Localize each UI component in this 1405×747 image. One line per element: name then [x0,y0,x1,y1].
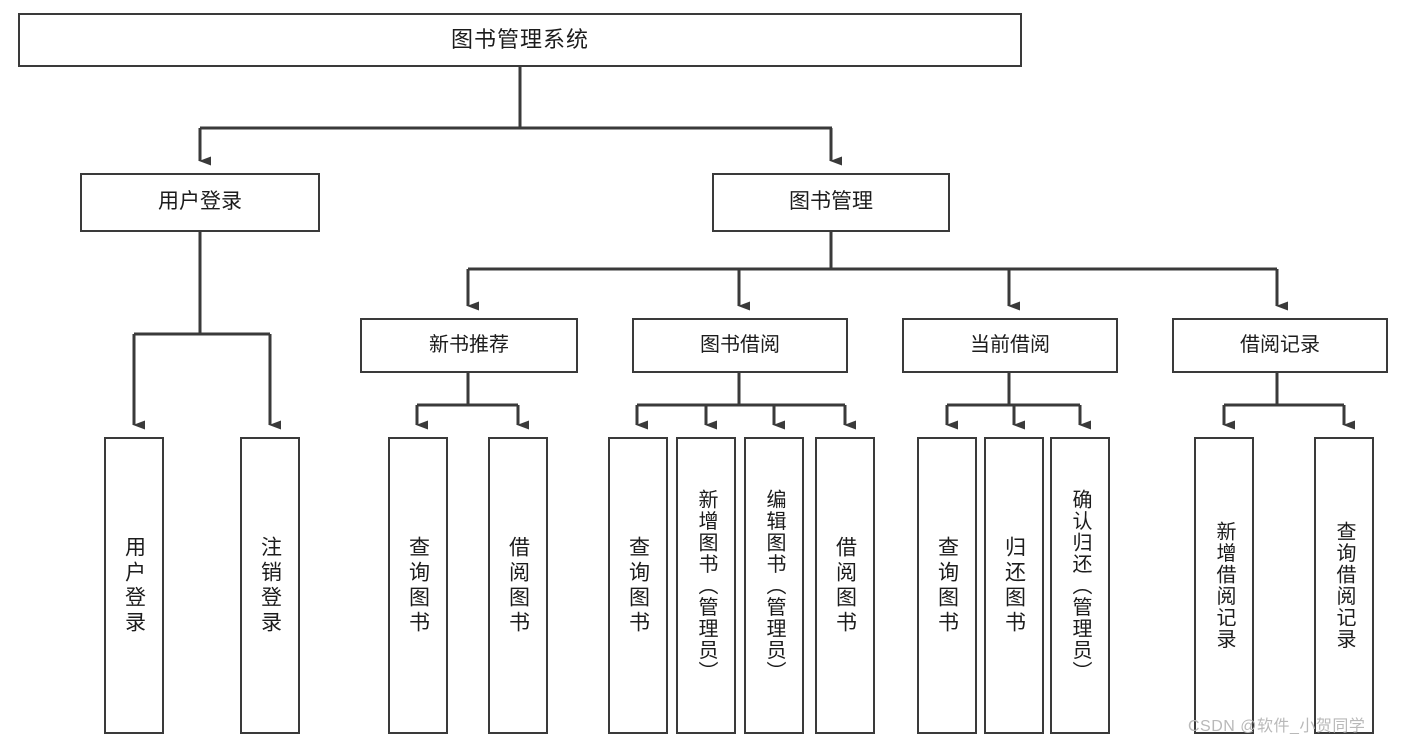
leaf-query-book-current[interactable]: 查询图书 [917,437,977,734]
node-label: 注销登录 [258,535,282,636]
leaf-add-borrow-record[interactable]: 新增借阅记录 [1194,437,1254,734]
node-label: 图书管理系统 [450,27,589,53]
leaf-user-login[interactable]: 用户登录 [104,437,164,734]
node-label: 图书借阅 [700,333,780,356]
node-new-book-recommendation[interactable]: 新书推荐 [360,318,578,373]
node-label: 确认归还（管理员） [1069,488,1091,683]
node-borrow-records[interactable]: 借阅记录 [1172,318,1388,373]
node-label: 编辑图书（管理员） [763,488,785,683]
node-label: 归还图书 [1002,535,1026,636]
leaf-query-borrow-record[interactable]: 查询借阅记录 [1314,437,1374,734]
node-label: 借阅图书 [506,535,530,636]
node-root[interactable]: 图书管理系统 [18,13,1022,67]
node-label: 用户登录 [158,190,242,214]
node-label: 查询图书 [935,535,959,636]
leaf-logout[interactable]: 注销登录 [240,437,300,734]
leaf-borrow-book[interactable]: 借阅图书 [815,437,875,734]
node-label: 借阅记录 [1240,333,1320,356]
node-book-management[interactable]: 图书管理 [712,173,950,232]
leaf-add-book-admin[interactable]: 新增图书（管理员） [676,437,736,734]
leaf-return-book[interactable]: 归还图书 [984,437,1044,734]
node-label: 图书管理 [789,190,873,214]
node-book-borrowing[interactable]: 图书借阅 [632,318,848,373]
node-label: 查询图书 [406,535,430,636]
node-label: 查询借阅记录 [1333,521,1355,650]
node-label: 查询图书 [626,535,650,636]
node-user-login[interactable]: 用户登录 [80,173,320,232]
leaf-edit-book-admin[interactable]: 编辑图书（管理员） [744,437,804,734]
node-label: 当前借阅 [970,333,1050,356]
node-current-borrowing[interactable]: 当前借阅 [902,318,1118,373]
node-label: 借阅图书 [833,535,857,636]
node-label: 新书推荐 [429,333,509,356]
node-label: 新增借阅记录 [1213,521,1235,650]
node-label: 用户登录 [122,535,146,636]
leaf-borrow-book-rec[interactable]: 借阅图书 [488,437,548,734]
leaf-confirm-return-admin[interactable]: 确认归还（管理员） [1050,437,1110,734]
leaf-query-book-rec[interactable]: 查询图书 [388,437,448,734]
node-label: 新增图书（管理员） [695,488,717,683]
leaf-query-book-borrow[interactable]: 查询图书 [608,437,668,734]
